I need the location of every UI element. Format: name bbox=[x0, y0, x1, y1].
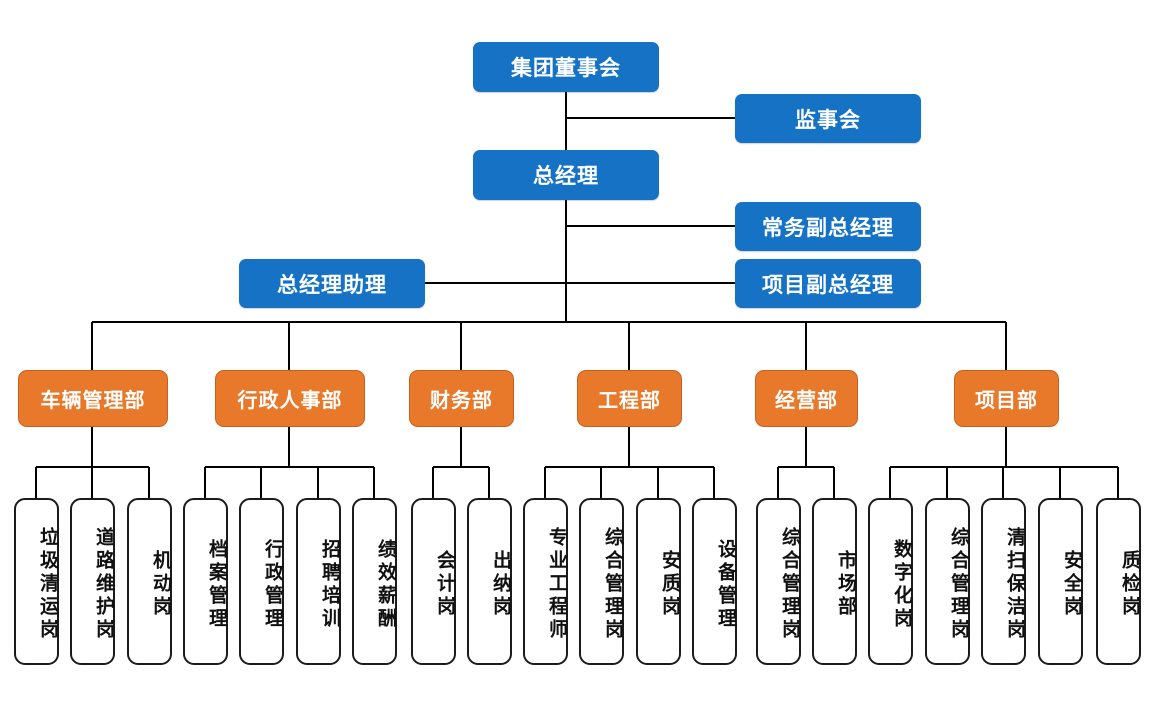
node-post-professional-engineer[interactable]: 专业工程师 bbox=[523, 498, 568, 665]
node-dept-operations[interactable]: 经营部 bbox=[755, 370, 858, 427]
node-post-recruitment-training[interactable]: 招聘培训 bbox=[296, 498, 341, 665]
node-post-equipment-management[interactable]: 设备管理 bbox=[692, 498, 737, 665]
node-post-mobile-duty[interactable]: 机动岗 bbox=[127, 498, 172, 665]
node-post-road-maintenance[interactable]: 道路维护岗 bbox=[70, 498, 115, 665]
node-post-engineering-general-management[interactable]: 综合管理岗 bbox=[579, 498, 624, 665]
node-post-project-general-management[interactable]: 综合管理岗 bbox=[925, 498, 970, 665]
node-project-vice-gm[interactable]: 项目副总经理 bbox=[735, 259, 921, 308]
node-post-cashier[interactable]: 出纳岗 bbox=[467, 498, 512, 665]
node-dept-admin-hr[interactable]: 行政人事部 bbox=[215, 370, 365, 427]
node-dept-finance[interactable]: 财务部 bbox=[409, 370, 514, 427]
node-post-cleaning[interactable]: 清扫保洁岗 bbox=[981, 498, 1026, 665]
node-post-archive-management[interactable]: 档案管理 bbox=[183, 498, 228, 665]
node-post-accounting[interactable]: 会计岗 bbox=[411, 498, 456, 665]
node-post-administration[interactable]: 行政管理 bbox=[239, 498, 284, 665]
node-post-marketing[interactable]: 市场部 bbox=[812, 498, 857, 665]
node-post-safety[interactable]: 安全岗 bbox=[1038, 498, 1083, 665]
node-dept-vehicle-management[interactable]: 车辆管理部 bbox=[18, 370, 168, 427]
node-dept-project[interactable]: 项目部 bbox=[954, 370, 1059, 427]
node-gm-assistant[interactable]: 总经理助理 bbox=[239, 259, 425, 308]
node-general-manager[interactable]: 总经理 bbox=[473, 150, 659, 200]
node-board[interactable]: 集团董事会 bbox=[473, 42, 659, 92]
node-dept-engineering[interactable]: 工程部 bbox=[577, 370, 682, 427]
node-post-quality-inspection[interactable]: 质检岗 bbox=[1096, 498, 1141, 665]
node-post-garbage-transport[interactable]: 垃圾清运岗 bbox=[14, 498, 59, 665]
node-post-performance-compensation[interactable]: 绩效薪酬 bbox=[352, 498, 397, 665]
node-post-operations-general-management[interactable]: 综合管理岗 bbox=[756, 498, 801, 665]
node-supervisory-board[interactable]: 监事会 bbox=[735, 94, 921, 143]
node-post-digitalization[interactable]: 数字化岗 bbox=[868, 498, 913, 665]
node-post-safety-quality[interactable]: 安质岗 bbox=[636, 498, 681, 665]
node-executive-vice-gm[interactable]: 常务副总经理 bbox=[735, 202, 921, 251]
